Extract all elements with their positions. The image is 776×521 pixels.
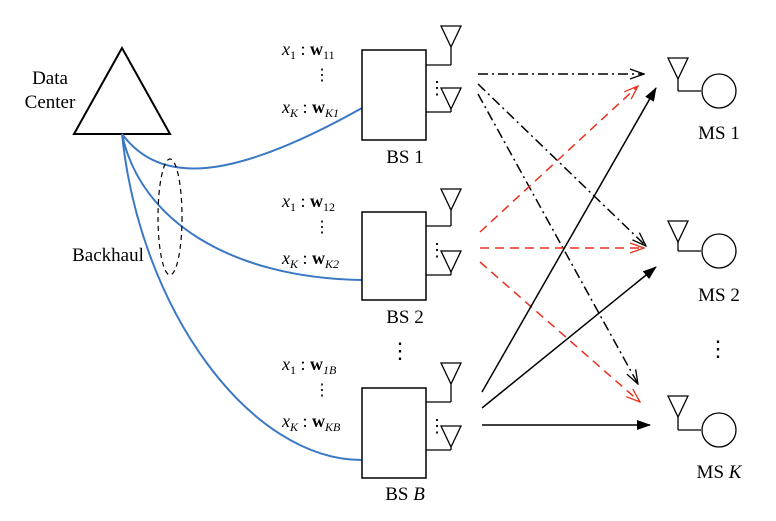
mobile-station-k: MS K [666,395,743,483]
antenna-icon [426,250,463,276]
antenna-icon [426,87,463,113]
bs1-links [477,74,646,384]
ms-vertical-ellipsis: ⋮ [707,336,729,361]
antenna-ellipsis: ⋮ [428,78,446,98]
backhaul-link-bs2 [121,133,363,281]
backhaul-link-bsB [121,133,363,461]
mobile-station-2: MS 2 [666,220,740,306]
bs-box [361,387,427,479]
ms-icon [666,220,737,269]
base-station-b: ⋮ x1 : w1B ⋮ xK : wKB BS B [281,354,463,505]
link-bs2-ms1 [479,86,638,233]
bs-precoder-top: x1 : w1B [281,354,337,377]
ms-icon [666,395,737,448]
antenna-icon [426,25,463,66]
bsB-links [481,87,657,430]
bs-label: BS B [385,484,425,505]
precoder-ellipsis: ⋮ [314,382,330,399]
mobile-station-1: MS 1 [666,57,740,144]
ms-label: MS 2 [698,285,740,306]
base-station-2: ⋮ x1 : w12 ⋮ xK : wK2 BS 2 [281,188,463,328]
link-bs1-msk [477,93,638,384]
antenna-ellipsis: ⋮ [428,240,446,260]
bs-precoder-bottom: xK : wK1 [281,97,339,120]
antenna-icon [426,188,463,227]
bs-precoder-top: x1 : w12 [281,191,335,214]
bs2-links [479,86,644,402]
precoder-ellipsis: ⋮ [314,219,330,236]
link-bs1-ms2 [477,83,646,246]
antenna-ellipsis: ⋮ [428,416,446,436]
ms-label: MS 1 [698,123,740,144]
data-center-triangle [72,45,172,135]
link-bs2-msk [479,261,640,402]
data-center-label-line2: Center [25,92,76,113]
bs-precoder-bottom: xK : wKB [281,411,341,434]
bs-box [361,49,427,141]
link-bsB-ms1 [481,87,657,393]
bs-vertical-ellipsis: ⋮ [389,338,411,363]
backhaul-links [121,107,363,461]
precoder-ellipsis: ⋮ [314,67,330,84]
backhaul-ellipse [157,158,183,276]
backhaul-label: Backhaul [72,245,144,266]
ms-label: MS K [697,462,743,483]
backhaul-link-bs1 [121,107,363,170]
bs-precoder-bottom: xK : wK2 [281,248,339,271]
bs-box [361,211,427,301]
antenna-icon [426,425,463,451]
ms-icon [666,57,737,109]
bs-precoder-top: x1 : w11 [281,39,335,62]
link-bsB-ms2 [481,266,657,409]
bs-label: BS 1 [386,147,424,168]
data-center: Data Center [25,45,172,135]
bs-label: BS 2 [386,307,424,328]
base-station-1: ⋮ x1 : w11 ⋮ xK : wK1 BS 1 [281,25,463,168]
data-center-label-line1: Data [32,68,68,89]
antenna-icon [426,362,463,403]
